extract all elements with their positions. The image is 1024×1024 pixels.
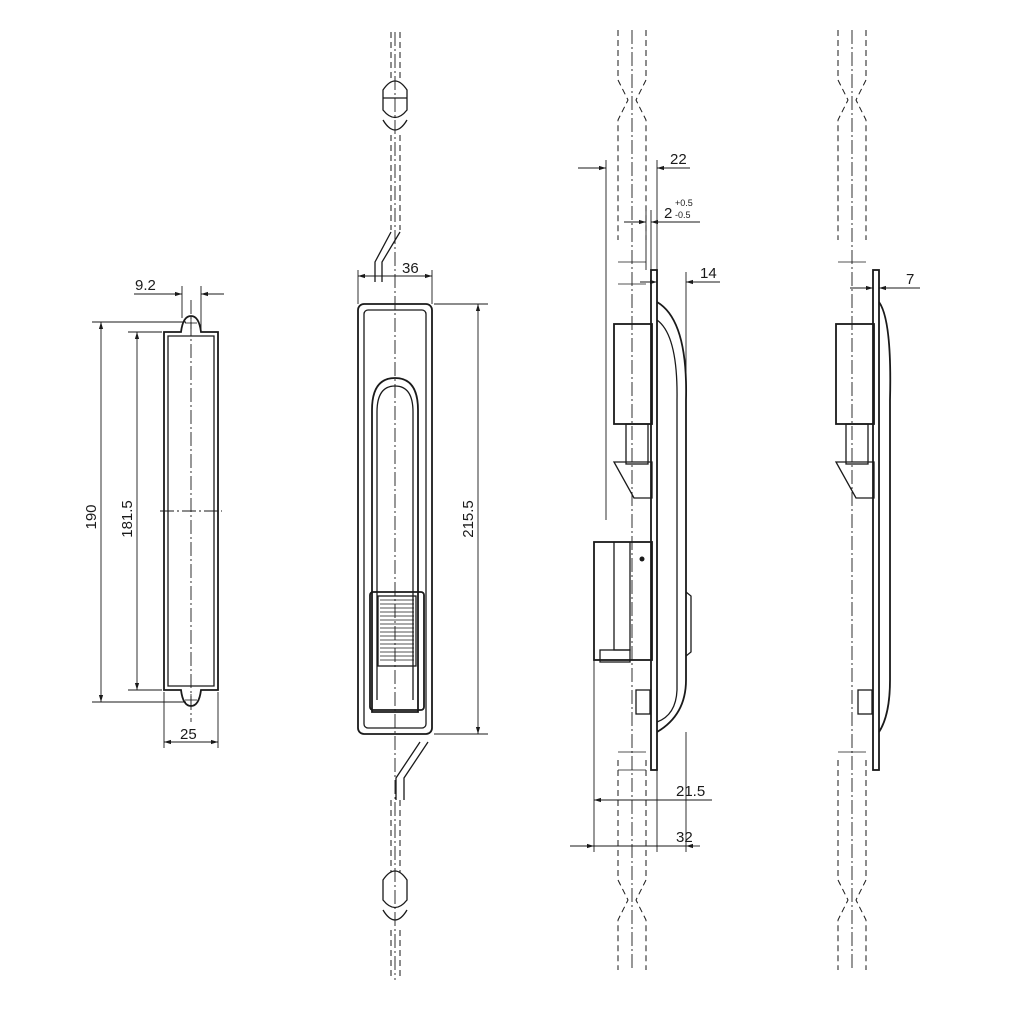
dim-32-label: 32 (676, 829, 693, 846)
dim-2-tol-minus: -0.5 (675, 210, 691, 220)
dim-36-label: 36 (402, 260, 419, 277)
handle-front-view: 36 215.5 (357, 32, 488, 980)
front-plate-view: 190 181.5 9.2 25 (83, 277, 224, 748)
dim-215-5-label: 215.5 (460, 500, 477, 538)
dim-2-label: 2 (664, 205, 672, 222)
dim-25-label: 25 (180, 726, 197, 743)
dim-14-label: 14 (700, 265, 717, 282)
dim-9-2-label: 9.2 (135, 277, 156, 294)
dim-181-5-label: 181.5 (119, 500, 136, 538)
dim-21-5-label: 21.5 (676, 783, 705, 800)
dim-22-label: 22 (670, 151, 687, 168)
side-view-dimensioned: 22 2 +0.5 -0.5 14 21.5 32 (570, 30, 720, 970)
dim-7-label: 7 (906, 271, 914, 288)
side-view-opened: 7 (834, 30, 920, 970)
grip-ribs (380, 599, 414, 661)
dim-2-tol-plus: +0.5 (675, 198, 693, 208)
dim-190-label: 190 (83, 504, 100, 529)
